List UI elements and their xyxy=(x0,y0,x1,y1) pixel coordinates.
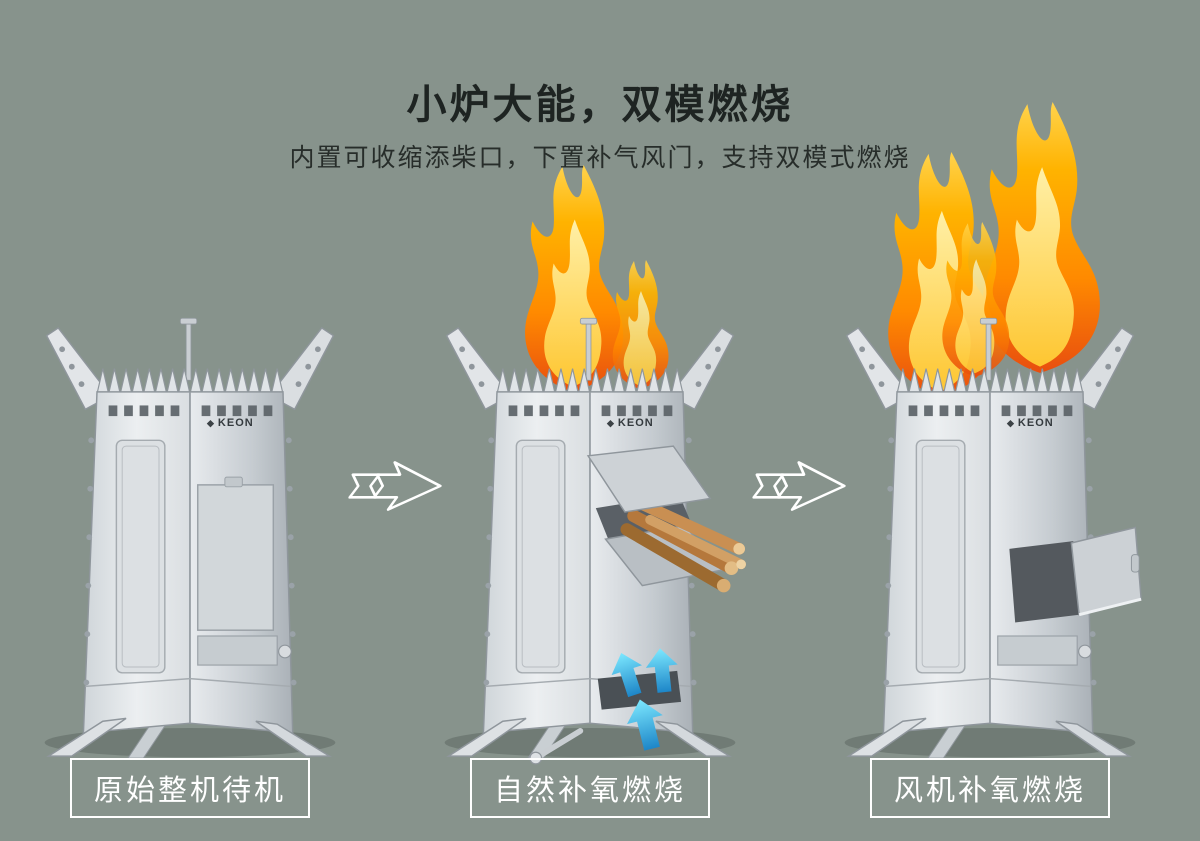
stage-label-natural: 自然补氧燃烧 xyxy=(469,758,711,818)
brand-logo-icon: ◆ xyxy=(607,417,615,428)
feed-door-closed xyxy=(197,476,292,666)
page-subtitle: 内置可收缩添柴口，下置补气风门，支持双模式燃烧 xyxy=(289,144,911,172)
brand-name: KEON xyxy=(1017,417,1054,429)
brand-logo-icon: ◆ xyxy=(207,417,215,428)
feed-chute-open xyxy=(586,445,746,593)
stage-label-fan: 风机补氧燃烧 xyxy=(869,758,1111,818)
stage-label-standby: 原始整机待机 xyxy=(69,758,311,818)
brand-logo-icon: ◆ xyxy=(1007,417,1015,428)
airflow-arrows-icon xyxy=(606,646,681,754)
stove-image-natural xyxy=(443,317,746,765)
next-step-arrow-icon-1 xyxy=(348,461,442,511)
stove-image-fan xyxy=(843,317,1142,759)
brand-name: KEON xyxy=(617,417,654,429)
next-step-arrow-icon-2 xyxy=(752,461,846,511)
brand-badge-natural: ◆ KEON xyxy=(607,417,654,429)
page-title: 小炉大能，双模燃烧 xyxy=(406,83,794,127)
brand-name: KEON xyxy=(217,417,254,429)
brand-badge-standby: ◆ KEON xyxy=(207,417,254,429)
brand-badge-fan: ◆ KEON xyxy=(1007,417,1054,429)
stove-image-standby xyxy=(43,317,337,759)
firewood xyxy=(620,498,746,593)
side-door-open xyxy=(997,526,1142,666)
